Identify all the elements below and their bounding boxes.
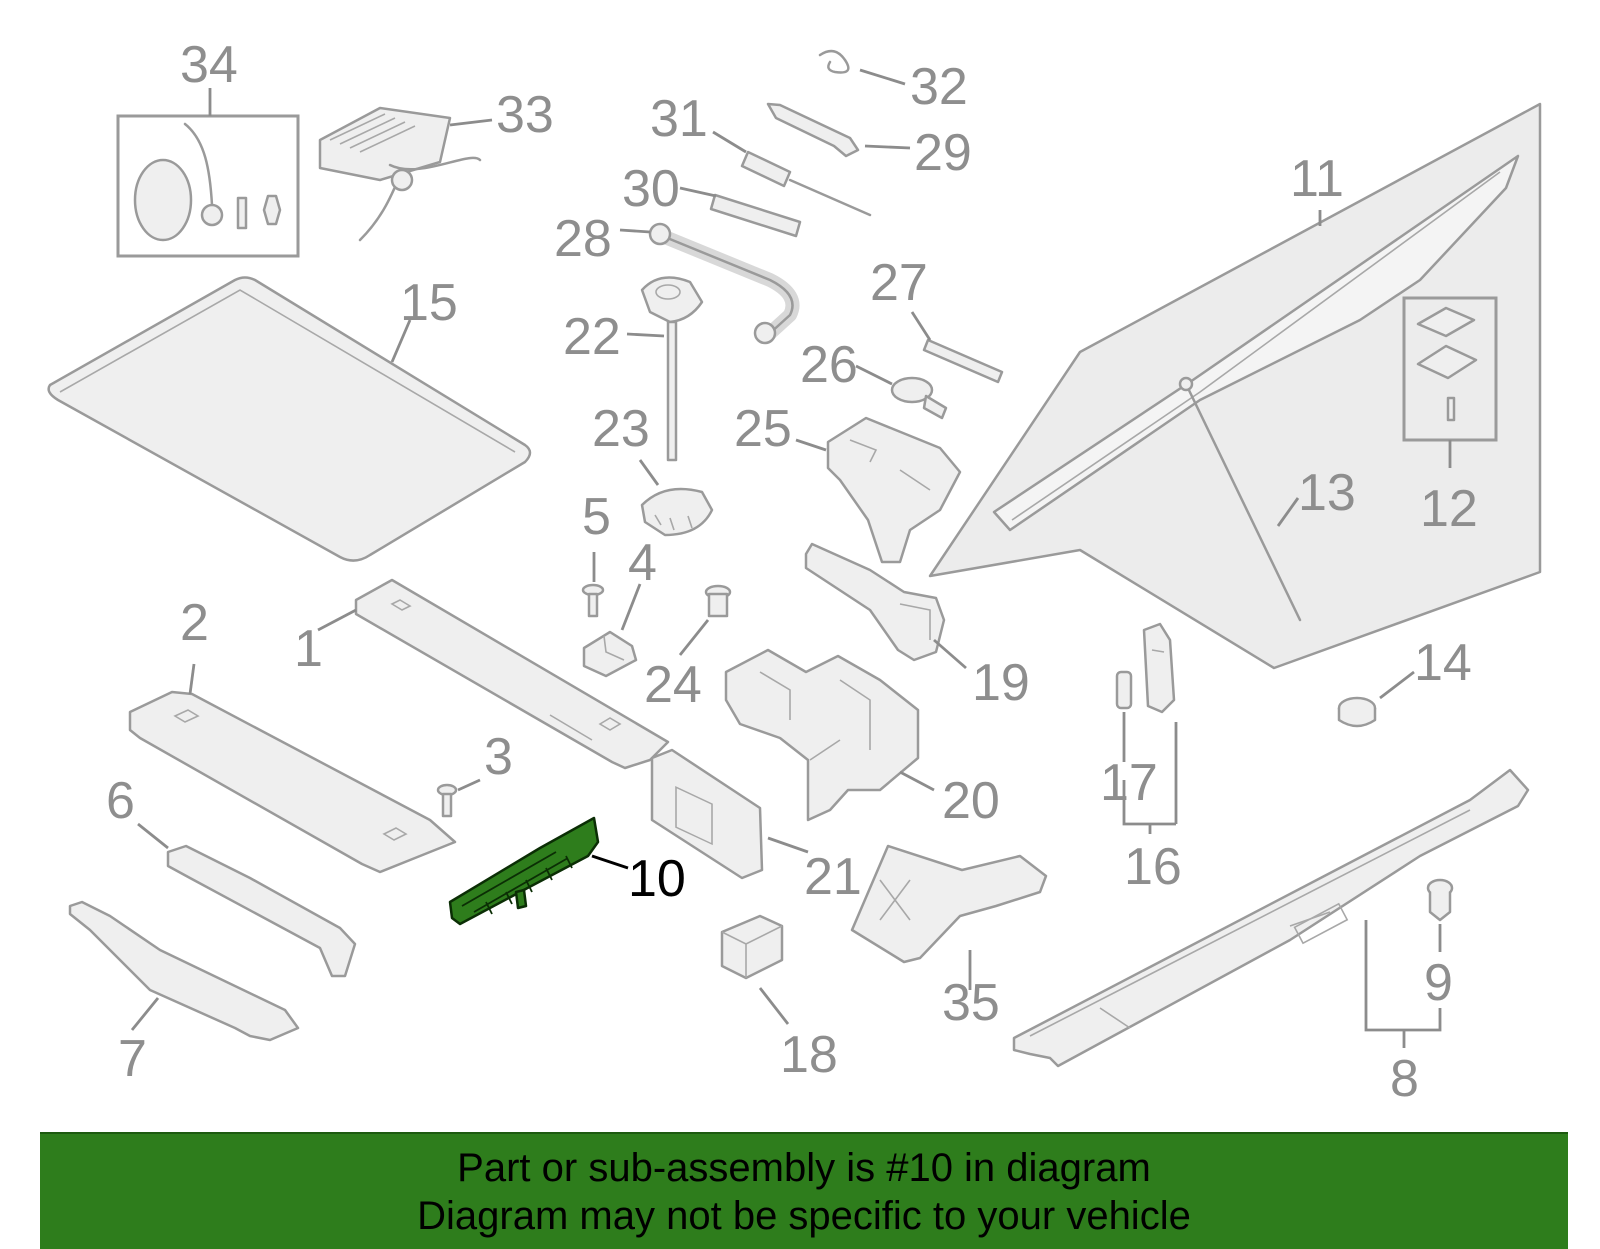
part-13-strut[interactable]: [1178, 376, 1302, 622]
part-26-tow-eye[interactable]: [890, 376, 948, 420]
part-27-strap[interactable]: [922, 338, 1004, 384]
callout-20: 20: [942, 772, 1000, 830]
part-20-jack[interactable]: [724, 648, 920, 822]
callout-17: 17: [1100, 754, 1158, 812]
callout-28: 28: [554, 210, 612, 268]
callout-15: 15: [400, 274, 458, 332]
callout-27: 27: [870, 254, 928, 312]
callout-16: 16: [1124, 838, 1182, 896]
part-4-bracket[interactable]: [582, 630, 638, 678]
callout-7: 7: [118, 1030, 147, 1088]
callout-23: 23: [592, 400, 650, 458]
part-33-compressor[interactable]: [318, 106, 482, 242]
callout-30: 30: [622, 160, 680, 218]
part-12-latch-kit[interactable]: [1402, 296, 1498, 442]
part-11-trunk-lid[interactable]: [928, 102, 1542, 670]
callout-4: 4: [628, 534, 657, 592]
callout-11: 11: [1290, 150, 1344, 208]
callout-33: 33: [496, 86, 554, 144]
callout-24: 24: [644, 656, 702, 714]
callout-19: 19: [972, 654, 1030, 712]
callout-21: 21: [804, 848, 862, 906]
callout-32: 32: [910, 58, 968, 116]
part-34-repair-kit[interactable]: [116, 114, 300, 258]
callout-31: 31: [650, 90, 708, 148]
part-10-highlighted-bracket[interactable]: [448, 816, 600, 926]
callout-25: 25: [734, 400, 792, 458]
info-banner: Part or sub-assembly is #10 in diagram D…: [40, 1132, 1568, 1249]
part-19-holder[interactable]: [804, 542, 946, 662]
callout-5: 5: [582, 488, 611, 546]
callout-3: 3: [484, 728, 513, 786]
part-22-spindle[interactable]: [640, 276, 704, 462]
callout-numbers: 34 33 32 31 29 30 28 27 22 26 15 23 25 1…: [106, 36, 1478, 1108]
callout-13: 13: [1298, 464, 1356, 522]
callout-2: 2: [180, 594, 209, 652]
part-32-clip[interactable]: [818, 49, 850, 74]
part-14-plug[interactable]: [1337, 696, 1377, 728]
banner-line-1: Part or sub-assembly is #10 in diagram: [457, 1145, 1151, 1190]
callout-26: 26: [800, 336, 858, 394]
callout-1: 1: [294, 620, 323, 678]
part-6-reinforcement[interactable]: [166, 844, 357, 978]
part-24-grommet[interactable]: [704, 584, 732, 618]
part-7-bumper-support[interactable]: [68, 900, 300, 1042]
callout-8: 8: [1390, 1050, 1419, 1108]
banner-line-2: Diagram may not be specific to your vehi…: [417, 1193, 1191, 1238]
part-21-mounting-plate[interactable]: [650, 748, 764, 880]
part-18-switch[interactable]: [720, 914, 784, 980]
part-8-bumper-beam[interactable]: [1012, 768, 1530, 1068]
callout-34: 34: [180, 36, 238, 94]
callout-29: 29: [914, 124, 972, 182]
part-35-jack-pad[interactable]: [850, 844, 1048, 964]
callout-22: 22: [563, 308, 621, 366]
callout-9: 9: [1424, 954, 1453, 1012]
part-23-wing-nut[interactable]: [640, 487, 714, 537]
part-25-tool-tray[interactable]: [826, 416, 962, 564]
part-3-screw[interactable]: [436, 783, 458, 818]
part-2-rear-panel[interactable]: [128, 690, 457, 874]
part-17-striker[interactable]: [1115, 670, 1133, 710]
part-16-lock[interactable]: [1142, 622, 1176, 714]
callout-14: 14: [1414, 634, 1472, 692]
part-5-bolt[interactable]: [581, 583, 605, 618]
part-1-trim-panel[interactable]: [354, 578, 670, 770]
part-30-tool-tube[interactable]: [709, 193, 802, 238]
part-9-clip[interactable]: [1426, 878, 1454, 922]
callout-18: 18: [780, 1026, 838, 1084]
callout-35: 35: [942, 974, 1000, 1032]
part-31-screwdriver[interactable]: [740, 150, 872, 217]
part-15-floor-panel[interactable]: [47, 276, 532, 562]
callout-12: 12: [1420, 480, 1478, 538]
part-29-spanner[interactable]: [766, 102, 860, 158]
callout-6: 6: [106, 772, 135, 830]
callout-10: 10: [628, 850, 686, 908]
part-28-wheel-wrench[interactable]: [648, 222, 800, 345]
